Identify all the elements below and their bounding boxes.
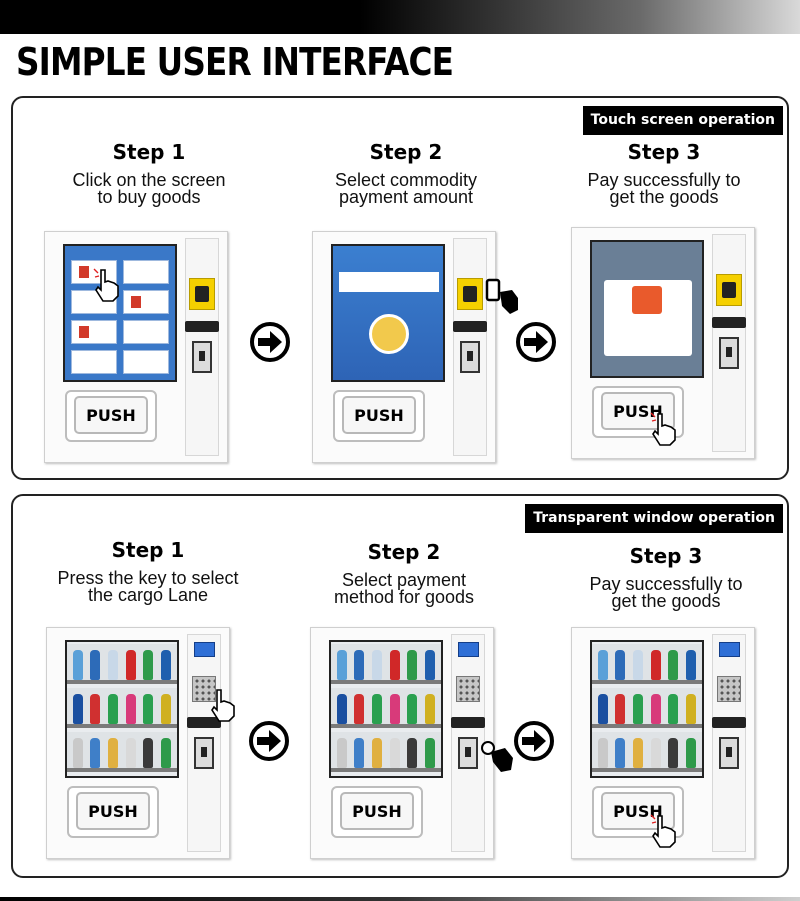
step-title: Step 2 bbox=[367, 540, 441, 564]
coin-acceptor bbox=[458, 737, 478, 769]
step-title: Step 3 bbox=[629, 544, 703, 568]
step-description: Click on the screen to buy goods bbox=[72, 170, 226, 207]
touch-screen-panel: Touch screen operation Step 1 Click on t… bbox=[11, 96, 789, 480]
mode-badge-window: Transparent window operation bbox=[525, 504, 783, 533]
coin-acceptor bbox=[194, 737, 214, 769]
push-button[interactable]: PUSH bbox=[340, 792, 414, 830]
push-button[interactable]: PUSH bbox=[74, 396, 148, 434]
coin-acceptor bbox=[719, 337, 739, 369]
lcd-display bbox=[458, 642, 479, 657]
step-title: Step 1 bbox=[112, 140, 186, 164]
qr-scanner bbox=[189, 278, 215, 310]
bottom-gradient-bar bbox=[0, 897, 800, 901]
card-reader bbox=[712, 717, 746, 728]
step-title: Step 1 bbox=[111, 538, 185, 562]
qr-scanner bbox=[457, 278, 483, 310]
coin-hand-icon bbox=[481, 741, 513, 772]
touch-step-3: Step 3 Pay successfully to get the goods bbox=[554, 140, 774, 206]
push-button[interactable]: PUSH bbox=[76, 792, 150, 830]
mode-badge-touch: Touch screen operation bbox=[582, 106, 783, 135]
coin-acceptor bbox=[719, 737, 739, 769]
vending-machine-touch-2: PUSH bbox=[312, 231, 496, 463]
lcd-display bbox=[194, 642, 215, 657]
arrow-right-circle-icon bbox=[514, 721, 554, 761]
selection-keypad[interactable] bbox=[192, 676, 216, 702]
page-title: SIMPLE USER INTERFACE bbox=[16, 40, 454, 84]
hand-pointer-icon bbox=[650, 814, 676, 848]
card-reader bbox=[453, 321, 487, 332]
step-title: Step 3 bbox=[627, 140, 701, 164]
product-menu-screen[interactable] bbox=[63, 244, 177, 382]
step-description: Pay successfully to get the goods bbox=[589, 574, 743, 611]
window-step-1: Step 1 Press the key to select the cargo… bbox=[38, 538, 258, 604]
step-description: Select commodity payment amount bbox=[334, 170, 478, 207]
card-reader bbox=[712, 317, 746, 328]
payment-screen[interactable] bbox=[331, 244, 445, 382]
window-step-2: Step 2 Select payment method for goods bbox=[294, 540, 514, 606]
arrow-right-circle-icon bbox=[250, 322, 290, 362]
product-window bbox=[329, 640, 443, 778]
selection-keypad[interactable] bbox=[456, 676, 480, 702]
step-title: Step 2 bbox=[369, 140, 443, 164]
vending-machine-window-1: PUSH bbox=[46, 627, 235, 859]
lcd-display bbox=[719, 642, 740, 657]
order-complete-screen bbox=[590, 240, 704, 378]
window-step-3: Step 3 Pay successfully to get the goods bbox=[556, 544, 776, 610]
arrow-right-circle-icon bbox=[516, 322, 556, 362]
product-window bbox=[65, 640, 179, 778]
push-button[interactable]: PUSH bbox=[342, 396, 416, 434]
vending-machine-window-2: PUSH bbox=[310, 627, 494, 859]
coin-acceptor bbox=[460, 341, 480, 373]
transparent-window-panel: Transparent window operation Step 1 Pres… bbox=[11, 494, 789, 878]
vending-machine-window-3: PUSH bbox=[571, 627, 755, 859]
card-tap-icon bbox=[485, 278, 518, 314]
product-window bbox=[590, 640, 704, 778]
vending-machine-touch-3: PUSH bbox=[571, 227, 755, 459]
coin-acceptor bbox=[192, 341, 212, 373]
qr-scanner bbox=[716, 274, 742, 306]
step-description: Select payment method for goods bbox=[333, 570, 475, 607]
hand-pointer-icon bbox=[211, 689, 235, 722]
card-reader bbox=[187, 717, 221, 728]
arrow-right-circle-icon bbox=[249, 721, 289, 761]
step-description: Pay successfully to get the goods bbox=[587, 170, 741, 207]
touch-step-2: Step 2 Select commodity payment amount bbox=[296, 140, 516, 206]
card-reader bbox=[185, 321, 219, 332]
vending-machine-touch-1: PUSH bbox=[44, 231, 228, 463]
card-reader bbox=[451, 717, 485, 728]
hand-pointer-icon bbox=[650, 412, 676, 446]
selection-keypad[interactable] bbox=[717, 676, 741, 702]
hand-pointer-icon bbox=[93, 268, 119, 302]
touch-step-1: Step 1 Click on the screen to buy goods bbox=[39, 140, 259, 206]
top-gradient-bar bbox=[0, 0, 800, 34]
step-description: Press the key to select the cargo Lane bbox=[57, 568, 239, 605]
